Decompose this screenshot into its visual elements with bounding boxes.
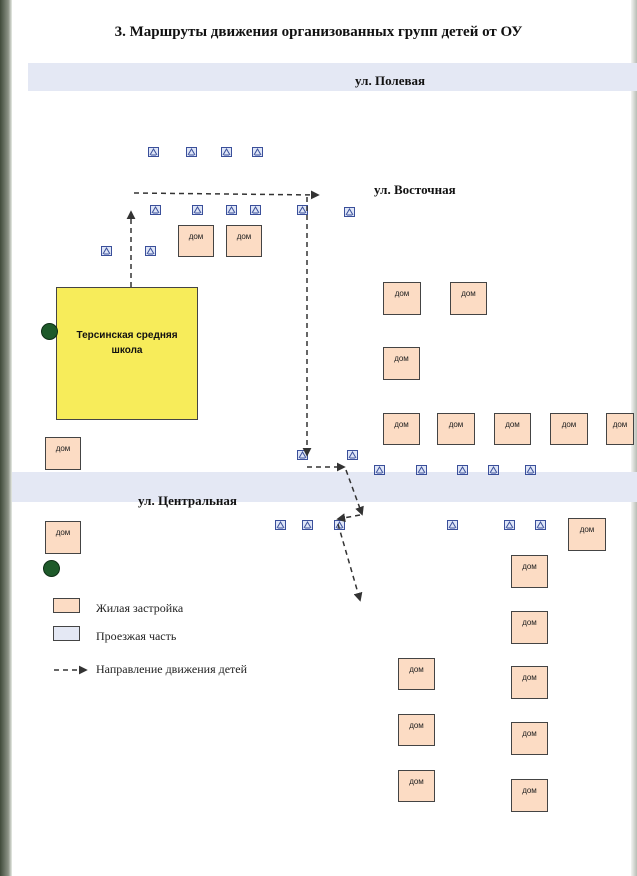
road-polevaya bbox=[28, 63, 637, 91]
house: дом bbox=[226, 225, 262, 257]
house: дом bbox=[511, 779, 548, 812]
road-sign-icon bbox=[150, 205, 161, 215]
route-segment-north-east bbox=[133, 190, 320, 200]
road-sign-icon bbox=[535, 520, 546, 530]
road-sign-icon bbox=[525, 465, 536, 475]
legend-label-children-route: Направление движения детей bbox=[96, 662, 248, 676]
house: дом bbox=[511, 555, 548, 588]
route-segment-west bbox=[336, 513, 361, 523]
house: дом bbox=[383, 282, 421, 315]
road-sign-icon bbox=[186, 147, 197, 157]
route-segment-south bbox=[337, 523, 363, 602]
road-sign-icon bbox=[192, 205, 203, 215]
house: дом bbox=[450, 282, 487, 315]
house: дом bbox=[606, 413, 634, 445]
tree-icon bbox=[43, 560, 60, 577]
street-label-vostochnaya: ул. Восточная bbox=[374, 182, 456, 197]
road-sign-icon bbox=[416, 465, 427, 475]
house: дом bbox=[511, 611, 548, 644]
scan-edge-left bbox=[0, 0, 12, 876]
school-name-line1: Терсинская средняя bbox=[76, 330, 178, 341]
legend-swatch-roadway bbox=[53, 626, 80, 641]
road-sign-icon bbox=[374, 465, 385, 475]
road-sign-icon bbox=[347, 450, 358, 460]
road-sign-icon bbox=[504, 520, 515, 530]
house: дом bbox=[398, 770, 435, 802]
road-sign-icon bbox=[302, 520, 313, 530]
page-title: 3. Маршруты движения организованных груп… bbox=[114, 24, 523, 40]
house: дом bbox=[45, 521, 81, 554]
school-name-line2: школа bbox=[111, 345, 143, 356]
house: дом bbox=[398, 658, 435, 690]
road-centralnaya bbox=[12, 472, 637, 502]
road-sign-icon bbox=[488, 465, 499, 475]
house: дом bbox=[398, 714, 435, 746]
road-sign-icon bbox=[145, 246, 156, 256]
house: дом bbox=[568, 518, 606, 551]
legend-label-residential: Жилая застройка bbox=[96, 601, 184, 615]
road-sign-icon bbox=[275, 520, 286, 530]
legend-label-roadway: Проезжая часть bbox=[96, 629, 177, 643]
house: дом bbox=[178, 225, 214, 257]
tree-icon bbox=[41, 323, 58, 340]
road-sign-icon bbox=[101, 246, 112, 256]
house: дом bbox=[494, 413, 531, 445]
street-label-centralnaya: ул. Центральная bbox=[138, 493, 237, 508]
scan-edge-right bbox=[631, 0, 637, 876]
house: дом bbox=[511, 666, 548, 699]
house: дом bbox=[383, 413, 420, 445]
house: дом bbox=[383, 347, 420, 380]
road-sign-icon bbox=[221, 147, 232, 157]
house: дом bbox=[437, 413, 475, 445]
house: дом bbox=[45, 437, 81, 470]
road-sign-icon bbox=[447, 520, 458, 530]
road-sign-icon bbox=[457, 465, 468, 475]
road-sign-icon bbox=[148, 147, 159, 157]
house: дом bbox=[550, 413, 588, 445]
road-sign-icon bbox=[226, 205, 237, 215]
road-sign-icon bbox=[344, 207, 355, 217]
legend-swatch-residential bbox=[53, 598, 80, 613]
street-label-polevaya: ул. Полевая bbox=[355, 73, 426, 88]
road-sign-icon bbox=[252, 147, 263, 157]
route-segment-diagonal bbox=[345, 469, 364, 516]
road-sign-icon bbox=[250, 205, 261, 215]
legend-route-symbol bbox=[54, 665, 88, 675]
house: дом bbox=[511, 722, 548, 755]
school-building: Терсинская средняя школа bbox=[56, 287, 198, 420]
